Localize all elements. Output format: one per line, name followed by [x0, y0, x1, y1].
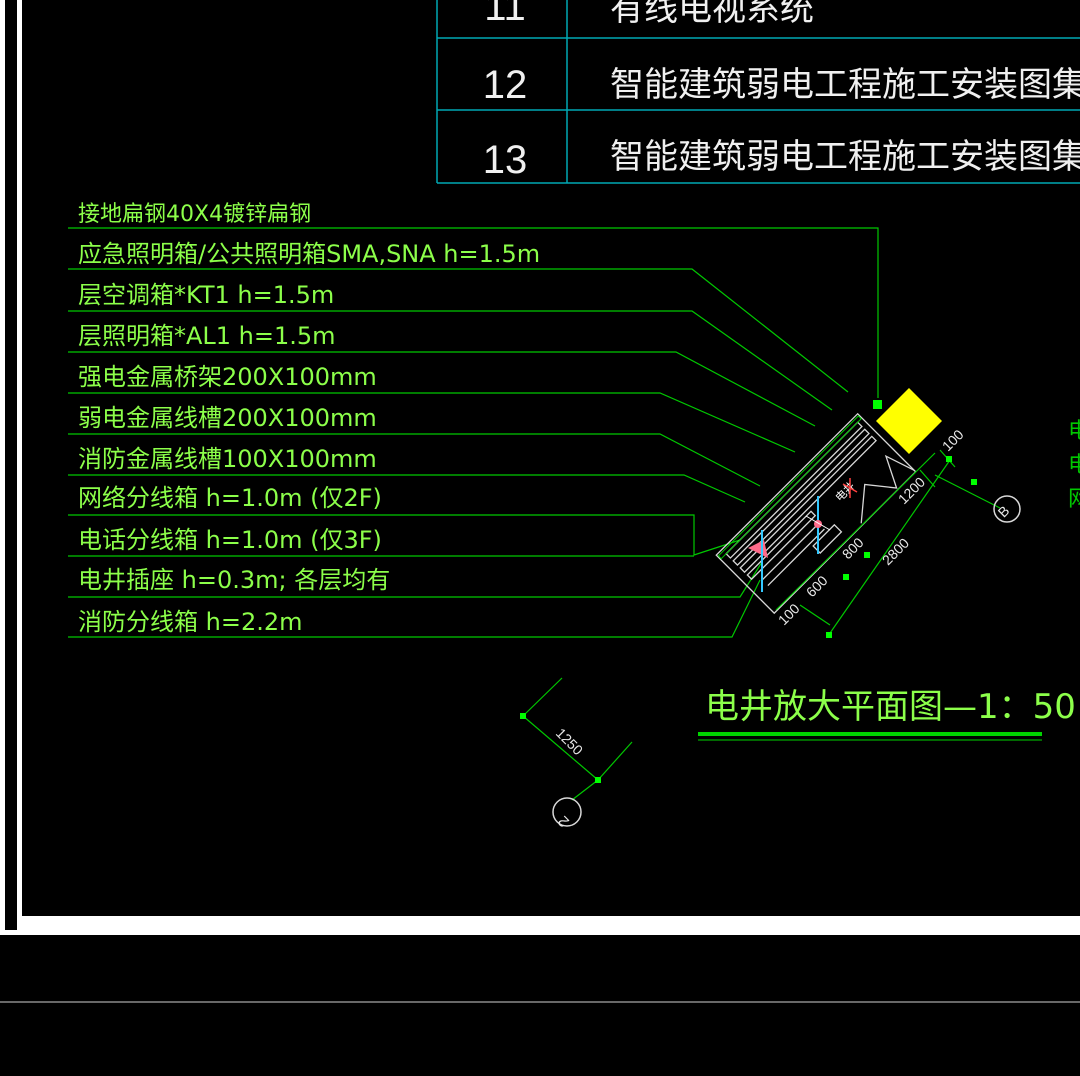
edge-char: 电	[1068, 419, 1080, 444]
leader-lines	[68, 227, 879, 638]
dimension-lines	[522, 449, 1001, 801]
drawing-area	[22, 0, 1080, 916]
panel-box-yellow	[876, 388, 942, 454]
label-telephone-box: 电话分线箱 h=1.0m (仅3F)	[78, 526, 382, 554]
label-fire-distribution-box: 消防分线箱 h=2.2m	[78, 608, 303, 636]
label-weak-current-trunking: 弱电金属线槽200X100mm	[78, 404, 377, 432]
axis-bubble-2	[552, 797, 582, 827]
dimension-ticks	[520, 456, 977, 783]
drawing-title: 电井放大平面图—1：50	[705, 687, 1076, 727]
reference-table	[436, 0, 1080, 184]
label-network-box: 网络分线箱 h=1.0m (仅2F)	[78, 484, 382, 512]
grounding-point	[873, 400, 882, 409]
table-row-name: 智能建筑弱电工程施工安装图集	[610, 65, 1080, 105]
table-row-number: 11	[484, 0, 526, 29]
leader-labels: 接地扁钢40X4镀锌扁钢 应急照明箱/公共照明箱SMA,SNA h=1.5m 层…	[78, 202, 540, 636]
equipment-markers	[748, 478, 858, 592]
label-grounding-flat-steel: 接地扁钢40X4镀锌扁钢	[78, 202, 311, 227]
right-edge-text: 电 电 网	[1068, 419, 1080, 512]
table-row-name: 智能建筑弱电工程施工安装图集	[610, 137, 1080, 177]
label-shaft-socket: 电井插座 h=0.3m; 各层均有	[78, 566, 390, 594]
label-power-tray: 强电金属桥架200X100mm	[78, 363, 377, 391]
sheet-border-gap	[5, 0, 17, 930]
table-row-name: 有线电视系统	[610, 0, 814, 29]
edge-char: 电	[1068, 453, 1080, 478]
table-row-number: 12	[483, 63, 528, 107]
axis-bubble-b	[993, 495, 1021, 523]
label-emergency-lighting-box: 应急照明箱/公共照明箱SMA,SNA h=1.5m	[78, 240, 540, 268]
label-fire-trunking: 消防金属线槽100X100mm	[78, 445, 377, 473]
edge-char: 网	[1068, 487, 1080, 512]
label-ac-box: 层空调箱*KT1 h=1.5m	[78, 281, 334, 309]
shaft-plan: 电井	[715, 412, 917, 615]
table-row-number: 13	[483, 138, 528, 182]
label-lighting-box: 层照明箱*AL1 h=1.5m	[78, 322, 336, 350]
